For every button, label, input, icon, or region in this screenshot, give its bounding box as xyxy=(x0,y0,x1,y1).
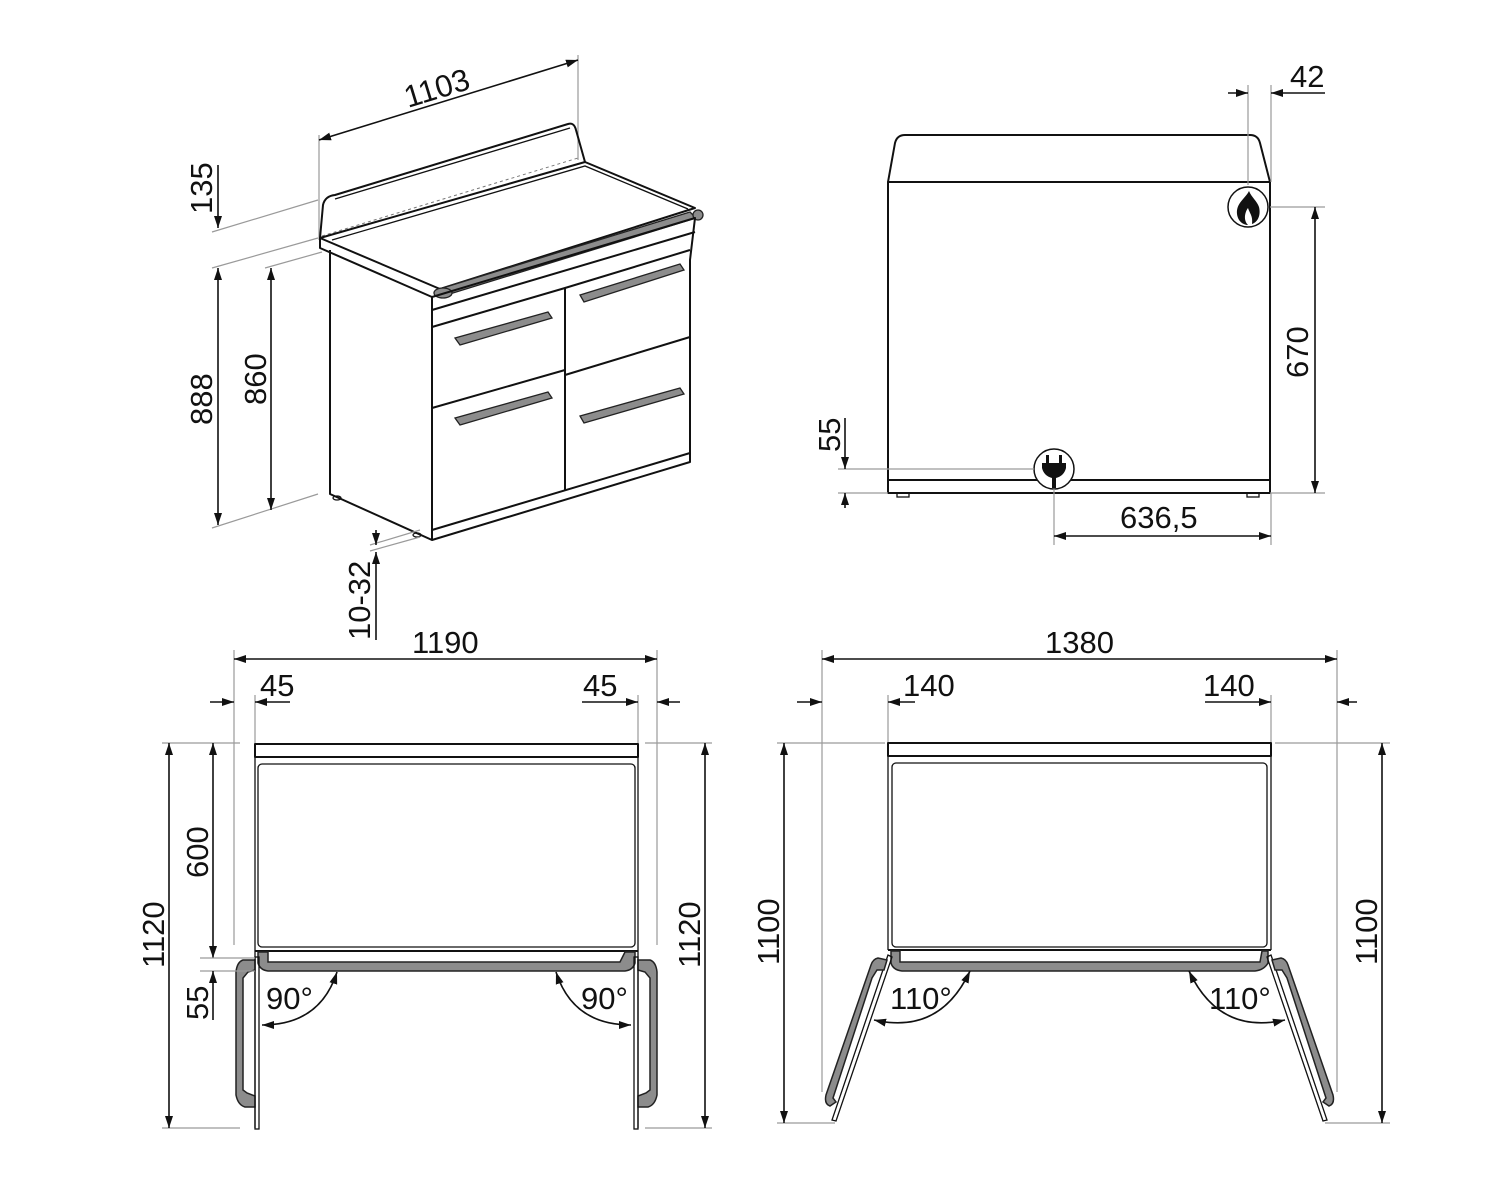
iso-width-label: 1103 xyxy=(400,62,474,115)
iso-total-height-label: 888 xyxy=(184,373,219,425)
iso-feet-label: 10-32 xyxy=(342,561,377,640)
top110-left-clearance-label: 140 xyxy=(903,668,955,703)
side-electric-height-label: 55 xyxy=(812,418,847,452)
plug-icon xyxy=(1033,448,1075,490)
isometric-view: 1103 xyxy=(184,55,704,640)
top110-width-label: 1380 xyxy=(1045,625,1114,660)
top90-right-angle-label: 90° xyxy=(581,981,628,1016)
side-electric-depth-label: 636,5 xyxy=(1120,500,1198,535)
side-gas-height-label: 670 xyxy=(1280,326,1315,378)
top-view-110: 1380 140 140 110° 110° 1100 xyxy=(751,625,1390,1124)
top110-right-angle-label: 110° xyxy=(1209,981,1271,1016)
top110-right-clearance-label: 140 xyxy=(1203,668,1255,703)
top110-depth-left-label: 1100 xyxy=(751,898,786,965)
iso-worktop-height-label: 860 xyxy=(238,353,273,405)
flame-icon xyxy=(1227,186,1269,228)
top90-depth-right-label: 1120 xyxy=(672,901,707,968)
top90-width-label: 1190 xyxy=(412,625,479,660)
top110-depth-right-label: 1100 xyxy=(1349,898,1384,965)
top90-door-offset-label: 55 xyxy=(180,986,215,1020)
top90-left-angle-label: 90° xyxy=(266,981,313,1016)
side-view: 42 670 55 636,5 xyxy=(812,59,1325,545)
iso-backguard-label: 135 xyxy=(184,162,219,214)
side-gas-offset-label: 42 xyxy=(1290,59,1324,94)
top90-depth-left-label: 1120 xyxy=(136,901,171,968)
top110-left-angle-label: 110° xyxy=(890,981,952,1016)
top-view-90: 1190 45 45 90° 90° 1120 600 xyxy=(136,625,712,1130)
top90-left-clearance-label: 45 xyxy=(260,668,294,703)
top90-right-clearance-label: 45 xyxy=(583,668,617,703)
top90-body-depth-label: 600 xyxy=(180,826,215,878)
